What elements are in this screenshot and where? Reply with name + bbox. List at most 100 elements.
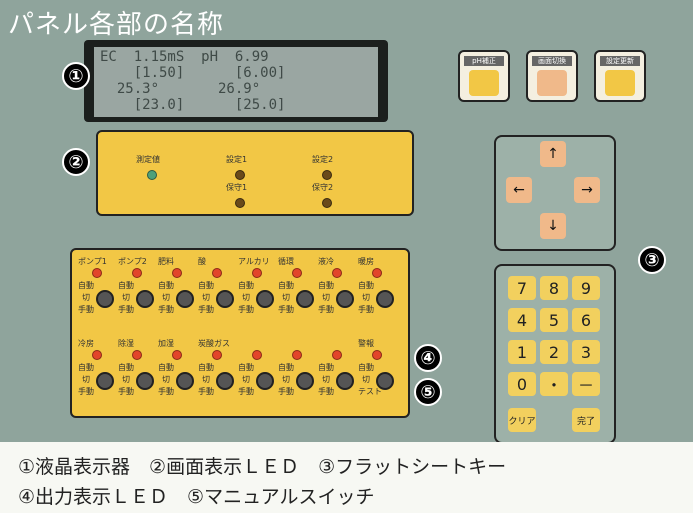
manual-switch[interactable] [96,372,114,390]
manual-switch[interactable] [256,372,274,390]
switch-pos-manual: 手動 [358,305,374,314]
manual-switch[interactable] [216,290,234,308]
manual-switch[interactable] [256,290,274,308]
lcd-line-1: EC 1.15mS pH 6.99 [100,49,269,65]
settings-update-label: 設定更新 [600,56,640,66]
key-3[interactable]: 3 [572,340,600,364]
screen-switch-label: 画面切換 [532,56,572,66]
key-1[interactable]: 1 [508,340,536,364]
output-led [292,350,302,360]
ph-calibrate-label: pH補正 [464,56,504,66]
marker-5: ⑤ [414,378,442,406]
manual-switch[interactable] [216,372,234,390]
arrow-down-icon[interactable]: ↓ [540,213,566,239]
output-led [332,268,342,278]
output-channel-label: 循環 [278,257,294,266]
manual-switch[interactable] [176,372,194,390]
arrow-left-icon[interactable]: ← [506,177,532,203]
switch-pos-auto: 自動 [118,281,134,290]
switch-pos-auto: 自動 [278,363,294,372]
lcd-line-3: 25.3° 26.9° [100,81,261,97]
switch-pos-off: 切 [322,375,330,384]
lcd-line-2: [1.50] [6.00] [100,65,286,81]
switch-pos-auto: 自動 [78,363,94,372]
switch-pos-off: 切 [202,375,210,384]
indicator-led-maint2 [322,198,332,208]
output-led [292,268,302,278]
indicator-label-maint1: 保守1 [226,183,248,192]
manual-switch[interactable] [136,290,154,308]
key-2[interactable]: 2 [540,340,568,364]
switch-pos-manual: テスト [358,387,382,396]
lcd-screen: EC 1.15mS pH 6.99 [1.50] [6.00] 25.3° 26… [94,47,378,117]
switch-pos-off: 切 [162,293,170,302]
output-led [132,350,142,360]
key-6[interactable]: 6 [572,308,600,332]
screen-switch-button[interactable]: 画面切換 [526,50,578,102]
indicator-led-maint1 [235,198,245,208]
output-led [172,350,182,360]
manual-switch[interactable] [296,290,314,308]
screen-switch-key[interactable] [537,70,567,96]
switch-pos-off: 切 [282,293,290,302]
switch-pos-off: 切 [362,375,370,384]
switch-pos-auto: 自動 [158,281,174,290]
indicator-panel: 測定値 設定1 設定2 保守1 保守2 [96,130,414,216]
arrow-right-icon[interactable]: → [574,177,600,203]
manual-switch[interactable] [336,290,354,308]
arrow-up-icon[interactable]: ↑ [540,141,566,167]
switch-pos-off: 切 [322,293,330,302]
switch-pos-off: 切 [122,293,130,302]
output-channel-label: 炭酸ガス [198,339,230,348]
switch-pos-off: 切 [82,375,90,384]
key-8[interactable]: 8 [540,276,568,300]
clear-button[interactable]: クリア [508,408,536,432]
marker-1: ① [62,62,90,90]
key-dot[interactable]: ・ [540,372,568,396]
switch-pos-auto: 自動 [318,281,334,290]
output-led [212,350,222,360]
manual-switch[interactable] [376,372,394,390]
key-4[interactable]: 4 [508,308,536,332]
indicator-label-maint2: 保守2 [312,183,334,192]
ph-calibrate-button[interactable]: pH補正 [458,50,510,102]
switch-pos-manual: 手動 [158,305,174,314]
switch-pos-auto: 自動 [358,363,374,372]
output-channel-label: 暖房 [358,257,374,266]
manual-switch[interactable] [296,372,314,390]
ph-calibrate-key[interactable] [469,70,499,96]
manual-switch[interactable] [96,290,114,308]
key-minus[interactable]: － [572,372,600,396]
switch-pos-auto: 自動 [278,281,294,290]
key-9[interactable]: 9 [572,276,600,300]
switch-pos-auto: 自動 [118,363,134,372]
done-button[interactable]: 完了 [572,408,600,432]
switch-pos-manual: 手動 [198,387,214,396]
settings-update-button[interactable]: 設定更新 [594,50,646,102]
output-led [332,350,342,360]
switch-pos-auto: 自動 [358,281,374,290]
indicator-label-set2: 設定2 [312,155,334,164]
output-led [212,268,222,278]
output-channel-label: 酸 [198,257,206,266]
settings-update-key[interactable] [605,70,635,96]
output-channel-label: ポンプ2 [118,257,147,266]
manual-switch[interactable] [176,290,194,308]
manual-switch[interactable] [136,372,154,390]
manual-switch[interactable] [336,372,354,390]
switch-pos-off: 切 [242,375,250,384]
key-0[interactable]: 0 [508,372,536,396]
output-channel-label: 加湿 [158,339,174,348]
key-7[interactable]: 7 [508,276,536,300]
switch-pos-manual: 手動 [118,387,134,396]
switch-pos-auto: 自動 [198,363,214,372]
output-channel-label: 警報 [358,339,374,348]
manual-switch[interactable] [376,290,394,308]
key-5[interactable]: 5 [540,308,568,332]
indicator-led-measured [147,170,157,180]
switch-pos-manual: 手動 [118,305,134,314]
output-channel-label: アルカリ [238,257,270,266]
switch-pos-off: 切 [122,375,130,384]
switch-pos-auto: 自動 [198,281,214,290]
output-channel-label: 肥料 [158,257,174,266]
